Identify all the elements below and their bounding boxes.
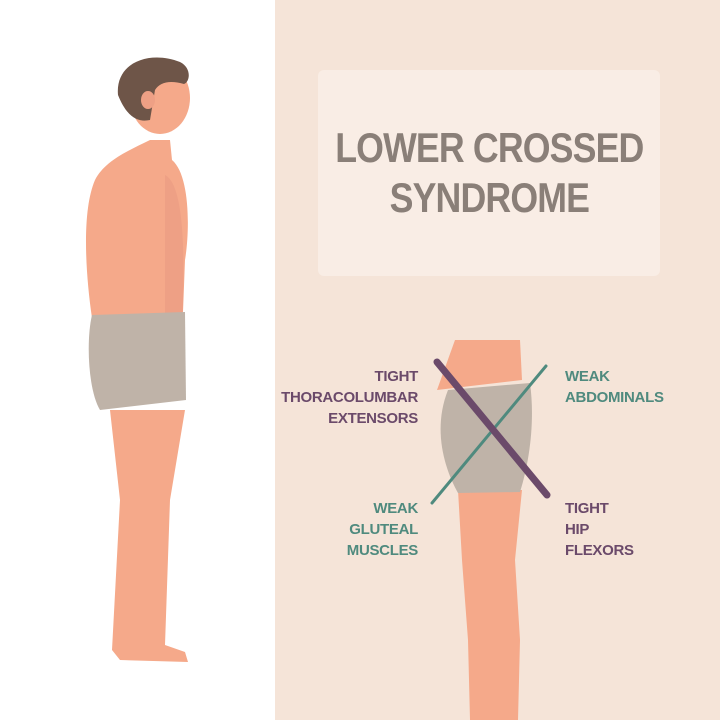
label-line: WEAK [565, 368, 610, 385]
weak-muscles-line [430, 364, 548, 505]
title-line-2: SYNDROME [389, 174, 589, 221]
label-line: HIP [565, 521, 590, 538]
standing-man-figure [86, 57, 190, 662]
label-line: THORACOLUMBAR [281, 389, 418, 406]
label-line: MUSCLES [346, 542, 419, 559]
label-tight-thoracolumbar-extensors: TIGHT THORACOLUMBAR EXTENSORS [281, 366, 418, 429]
label-line: FLEXORS [565, 542, 634, 559]
tight-muscles-line [433, 358, 551, 499]
label-weak-gluteal-muscles: WEAK GLUTEAL MUSCLES [346, 498, 419, 561]
title-box: LOWER CROSSED SYNDROME [318, 70, 660, 276]
label-tight-hip-flexors: TIGHT HIP FLEXORS [565, 498, 634, 561]
label-line: TIGHT [565, 500, 609, 517]
label-weak-abdominals: WEAK ABDOMINALS [565, 366, 664, 408]
hip-closeup-figure [437, 340, 532, 720]
label-line: WEAK [373, 500, 418, 517]
label-line: GLUTEAL [349, 521, 418, 538]
label-line: TIGHT [374, 368, 419, 385]
label-line: EXTENSORS [328, 410, 418, 427]
title-line-1: LOWER CROSSED [334, 124, 644, 171]
label-line: ABDOMINALS [565, 389, 664, 406]
